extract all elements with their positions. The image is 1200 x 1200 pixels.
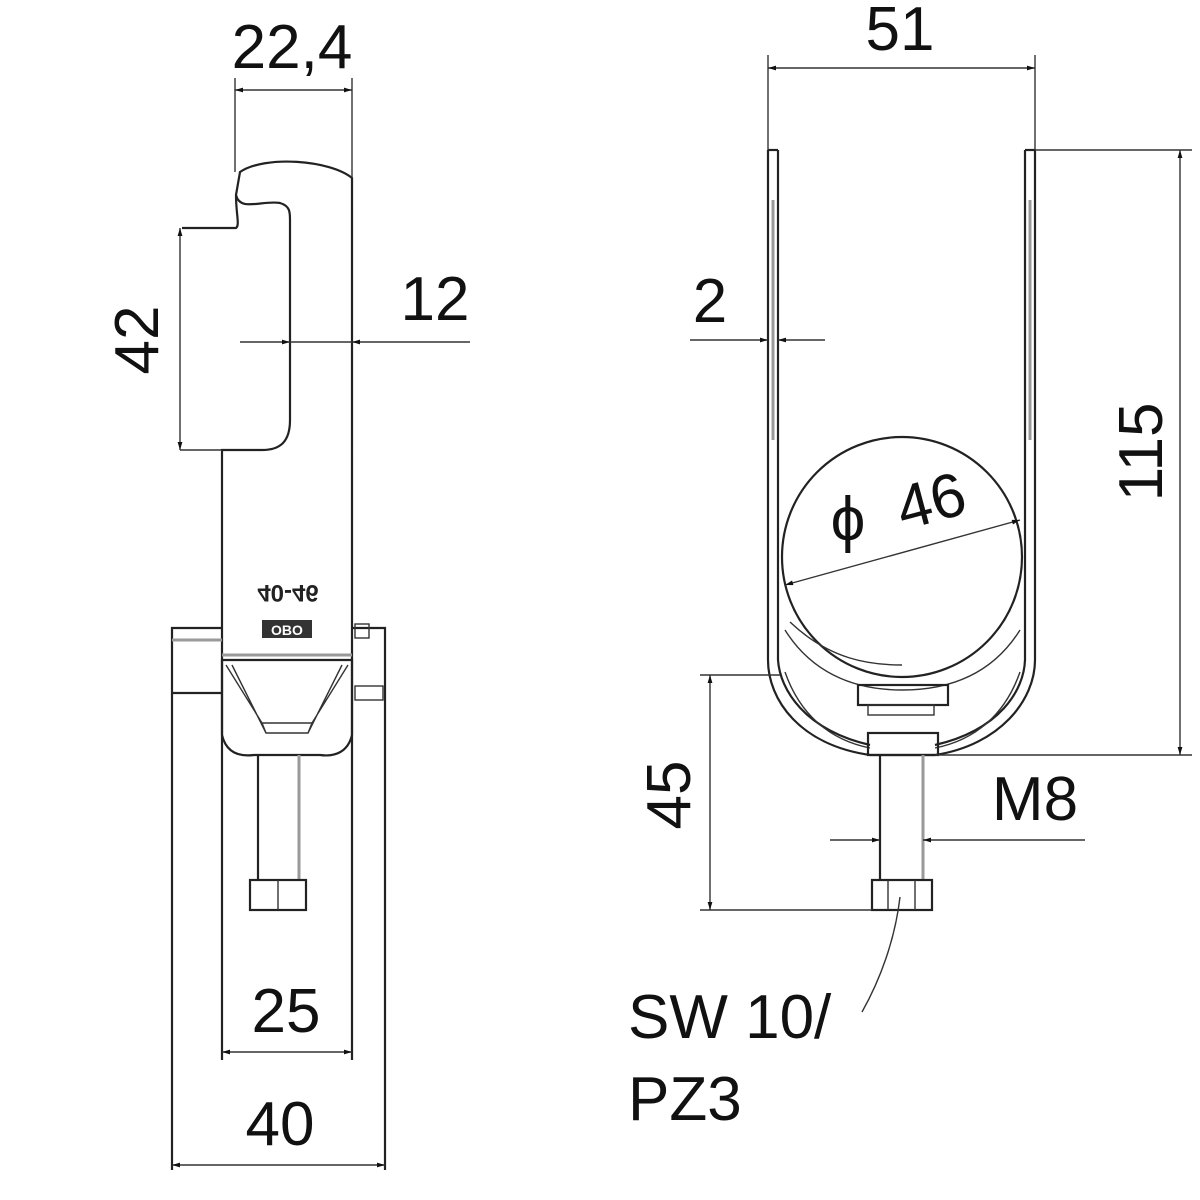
dim-thread: M8	[992, 765, 1078, 834]
dim-height: 115	[1107, 403, 1176, 502]
clamp-wedge	[220, 658, 354, 757]
tool-size-line2: PZ3	[628, 1065, 742, 1134]
stamp-range: 40-46	[257, 579, 318, 606]
hook-profile	[220, 160, 354, 1060]
dim-thickness: 12	[401, 265, 470, 334]
dim-outer-width: 40	[246, 1090, 315, 1159]
nut	[870, 878, 934, 912]
side-view: 22,4 42 12 40-46 OBO 25 40	[103, 13, 470, 1170]
dim-hook-width: 22,4	[232, 13, 353, 82]
stamp-brand: OBO	[271, 622, 303, 638]
front-view: 51 ϕ 46 2 115 4	[628, 0, 1192, 1134]
dim-inner-width: 25	[252, 977, 321, 1046]
dim-diameter: 46	[889, 459, 973, 543]
cable-circle	[780, 435, 1024, 679]
dim-hook-height: 42	[103, 306, 172, 375]
dim-bolt-length: 45	[635, 761, 704, 830]
dim-width: 51	[866, 0, 935, 64]
dim-wall: 2	[693, 267, 727, 336]
diameter-symbol: ϕ	[831, 485, 866, 554]
u-frame	[766, 150, 1037, 757]
tool-size-line1: SW 10/	[628, 983, 832, 1052]
